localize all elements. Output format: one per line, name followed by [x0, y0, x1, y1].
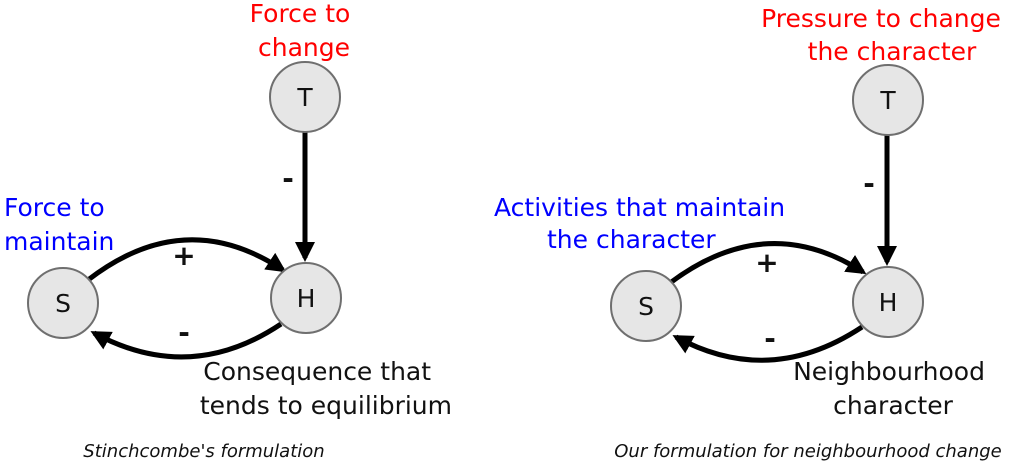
- left-maintain-label: Force to maintain: [4, 193, 114, 256]
- left-sign-s-to-h: +: [172, 239, 195, 272]
- right-node-h-label: H: [879, 288, 898, 317]
- left-consequence-line-2: tends to equilibrium: [200, 391, 452, 420]
- right-node-t: T: [852, 64, 924, 136]
- left-node-s-label: S: [55, 289, 71, 318]
- right-node-t-circle: [852, 64, 924, 136]
- left-consequence-line-1: Consequence that: [203, 357, 431, 386]
- right-node-s-circle: [610, 270, 682, 342]
- right-caption: Our formulation for neighbourhood change: [614, 441, 1001, 462]
- left-node-t-label: T: [296, 83, 313, 112]
- left-node-s: S: [27, 267, 99, 339]
- right-node-h-circle: [852, 266, 924, 338]
- left-diagram: Force to change Force to maintain - + - …: [4, 0, 452, 462]
- right-pressure-label: Pressure to change the character: [761, 4, 1009, 66]
- left-pressure-line-2: change: [258, 33, 350, 62]
- right-consequence-line-2: character: [833, 391, 953, 420]
- left-edge-s-to-h: [86, 237, 287, 282]
- right-maintain-line-1: Activities that maintain: [494, 193, 785, 222]
- right-node-s-label: S: [638, 292, 654, 321]
- right-sign-s-to-h: +: [755, 246, 778, 279]
- left-node-h-label: H: [297, 284, 316, 313]
- left-sign-h-to-s: -: [178, 316, 190, 349]
- left-edge-h-to-s: [90, 321, 283, 360]
- left-consequence-label: Consequence that tends to equilibrium: [200, 357, 452, 420]
- right-pressure-line-1: Pressure to change: [761, 4, 1001, 33]
- left-node-t: T: [269, 61, 341, 133]
- left-pressure-line-1: Force to: [250, 0, 351, 28]
- right-edge-h-to-s: [672, 324, 864, 363]
- right-maintain-label: Activities that maintain the character: [494, 193, 793, 254]
- right-pressure-line-2: the character: [808, 37, 977, 66]
- right-node-s: S: [610, 270, 682, 342]
- right-sign-h-to-s: -: [764, 322, 776, 355]
- left-maintain-line-2: maintain: [4, 227, 114, 256]
- right-maintain-line-2: the character: [547, 225, 716, 254]
- left-node-t-circle: [269, 61, 341, 133]
- right-node-t-label: T: [879, 86, 896, 115]
- right-sign-t-to-h: -: [863, 167, 875, 200]
- left-node-h: H: [270, 262, 342, 334]
- right-consequence-line-1: Neighbourhood: [793, 357, 985, 386]
- left-sign-t-to-h: -: [282, 162, 294, 195]
- left-caption: Stinchcombe's formulation: [83, 441, 324, 462]
- left-node-s-circle: [27, 267, 99, 339]
- left-pressure-label: Force to change: [250, 0, 359, 62]
- right-node-h: H: [852, 266, 924, 338]
- right-consequence-label: Neighbourhood character: [793, 357, 993, 420]
- left-node-h-circle: [270, 262, 342, 334]
- right-diagram: Pressure to change the character Activit…: [494, 4, 1009, 462]
- left-maintain-line-1: Force to: [4, 193, 105, 222]
- right-edge-s-to-h: [668, 241, 867, 285]
